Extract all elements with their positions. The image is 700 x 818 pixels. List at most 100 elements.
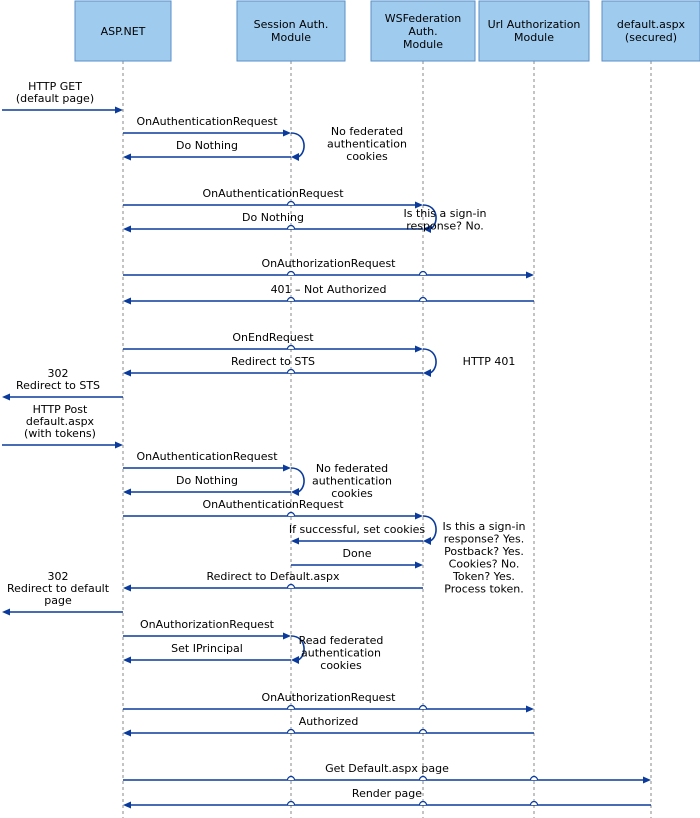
arrow-head xyxy=(123,801,131,809)
message-arrow xyxy=(123,511,423,520)
arrow-head xyxy=(123,656,131,664)
note-text-line: authentication xyxy=(327,138,407,151)
arrow-head xyxy=(291,656,299,664)
message-arrow xyxy=(123,775,651,784)
note-text-line: Token? Yes. xyxy=(452,570,515,583)
lifeline-crossing xyxy=(286,583,296,589)
message-label-line: Redirect to Default.aspx xyxy=(206,570,340,583)
arrow-head xyxy=(123,729,131,737)
note xyxy=(422,348,437,377)
note-text-line: No federated xyxy=(316,462,388,475)
message-label-line: Redirect to STS xyxy=(231,355,315,368)
arrow-head xyxy=(115,441,123,449)
message-label: Do Nothing xyxy=(176,139,238,152)
note xyxy=(290,635,305,664)
message-label: Do Nothing xyxy=(242,211,304,224)
arrow-head xyxy=(123,488,131,496)
message-arrow xyxy=(2,393,123,401)
participant-box xyxy=(478,0,590,62)
message-label: Set IPrincipal xyxy=(171,642,243,655)
participant-box xyxy=(370,0,476,62)
lifeline-crossing xyxy=(286,775,296,781)
message-arrow xyxy=(123,728,534,737)
message-label-line: If successful, set cookies xyxy=(289,523,426,536)
message-label-line: OnAuthenticationRequest xyxy=(202,498,344,511)
message-arrow xyxy=(123,129,291,137)
message-label: If successful, set cookies xyxy=(289,523,426,536)
message-label-line: Do Nothing xyxy=(176,139,238,152)
participant-label-line: Session Auth. xyxy=(254,18,329,31)
message-label: OnAuthenticationRequest xyxy=(202,187,344,200)
message-arrow xyxy=(123,583,423,592)
arrow-head xyxy=(415,345,423,353)
lifeline-crossing xyxy=(418,800,428,806)
arrow-head xyxy=(423,369,431,377)
participant-label-line: Url Authorization xyxy=(488,18,581,31)
message-label-line: Get Default.aspx page xyxy=(325,762,449,775)
lifeline-crossing xyxy=(286,704,296,710)
note-text-line: cookies xyxy=(331,487,373,500)
self-loop-arc xyxy=(422,204,437,230)
message-label: OnAuthorizationRequest xyxy=(140,618,275,631)
lifeline-crossing xyxy=(286,728,296,734)
participant-sam: Session Auth.Module xyxy=(236,0,346,62)
participant-label: ASP.NET xyxy=(101,25,146,38)
message-label: OnEndRequest xyxy=(232,331,314,344)
message-label: Do Nothing xyxy=(176,474,238,487)
note xyxy=(290,467,305,496)
arrow-head xyxy=(123,153,131,161)
lifeline-crossing xyxy=(418,270,428,276)
message-arrow xyxy=(123,296,534,305)
message-label: HTTP GET(default page) xyxy=(16,80,94,105)
lifeline-crossing xyxy=(418,728,428,734)
message-label: OnAuthenticationRequest xyxy=(136,115,278,128)
participant-label: default.aspx(secured) xyxy=(617,18,686,44)
self-loop-arc xyxy=(422,348,437,374)
arrow-head xyxy=(2,393,10,401)
message-label-line: 302 xyxy=(48,367,69,380)
participant-label-line: Module xyxy=(403,38,443,51)
note-text-line: Process token. xyxy=(444,583,523,596)
message-arrow xyxy=(123,632,291,640)
note xyxy=(290,132,305,161)
message-label-line: OnAuthenticationRequest xyxy=(136,115,278,128)
participant-label-line: ASP.NET xyxy=(101,25,146,38)
message-arrow xyxy=(123,488,291,496)
arrow-head xyxy=(283,632,291,640)
arrow-head xyxy=(423,225,431,233)
message-label-line: 302 xyxy=(48,570,69,583)
message-arrow xyxy=(291,537,423,545)
message-arrow xyxy=(2,106,123,114)
message-label: Done xyxy=(343,547,372,560)
lifeline-crossing xyxy=(418,775,428,781)
message-label-line: OnAuthenticationRequest xyxy=(202,187,344,200)
note-text-line: response? Yes. xyxy=(444,533,525,546)
participant-label-line: Module xyxy=(514,31,554,44)
message-label-line: default.aspx xyxy=(26,415,95,428)
self-loop-arc xyxy=(290,132,305,158)
arrow-head xyxy=(415,512,423,520)
arrow-head xyxy=(2,608,10,616)
lifeline-crossing xyxy=(286,800,296,806)
message-arrow xyxy=(123,200,423,209)
message-label: Redirect to STS xyxy=(231,355,315,368)
self-loop-arc xyxy=(422,515,437,542)
lifeline-crossing xyxy=(286,344,296,350)
note-text-line: HTTP 401 xyxy=(463,355,516,368)
note-text-line: cookies xyxy=(320,659,362,672)
arrow-head xyxy=(115,106,123,114)
message-arrow xyxy=(123,270,534,279)
lifeline-crossing xyxy=(286,224,296,230)
message-label-line: (with tokens) xyxy=(24,427,96,440)
message-arrow xyxy=(123,224,423,233)
lifeline-crossing xyxy=(286,296,296,302)
message-label-line: OnAuthenticationRequest xyxy=(136,450,278,463)
message-label: Get Default.aspx page xyxy=(325,762,449,775)
arrow-head xyxy=(291,488,299,496)
message-label-line: OnAuthorizationRequest xyxy=(140,618,275,631)
message-label: Render page xyxy=(352,787,422,800)
note-text-line: cookies xyxy=(346,150,388,163)
